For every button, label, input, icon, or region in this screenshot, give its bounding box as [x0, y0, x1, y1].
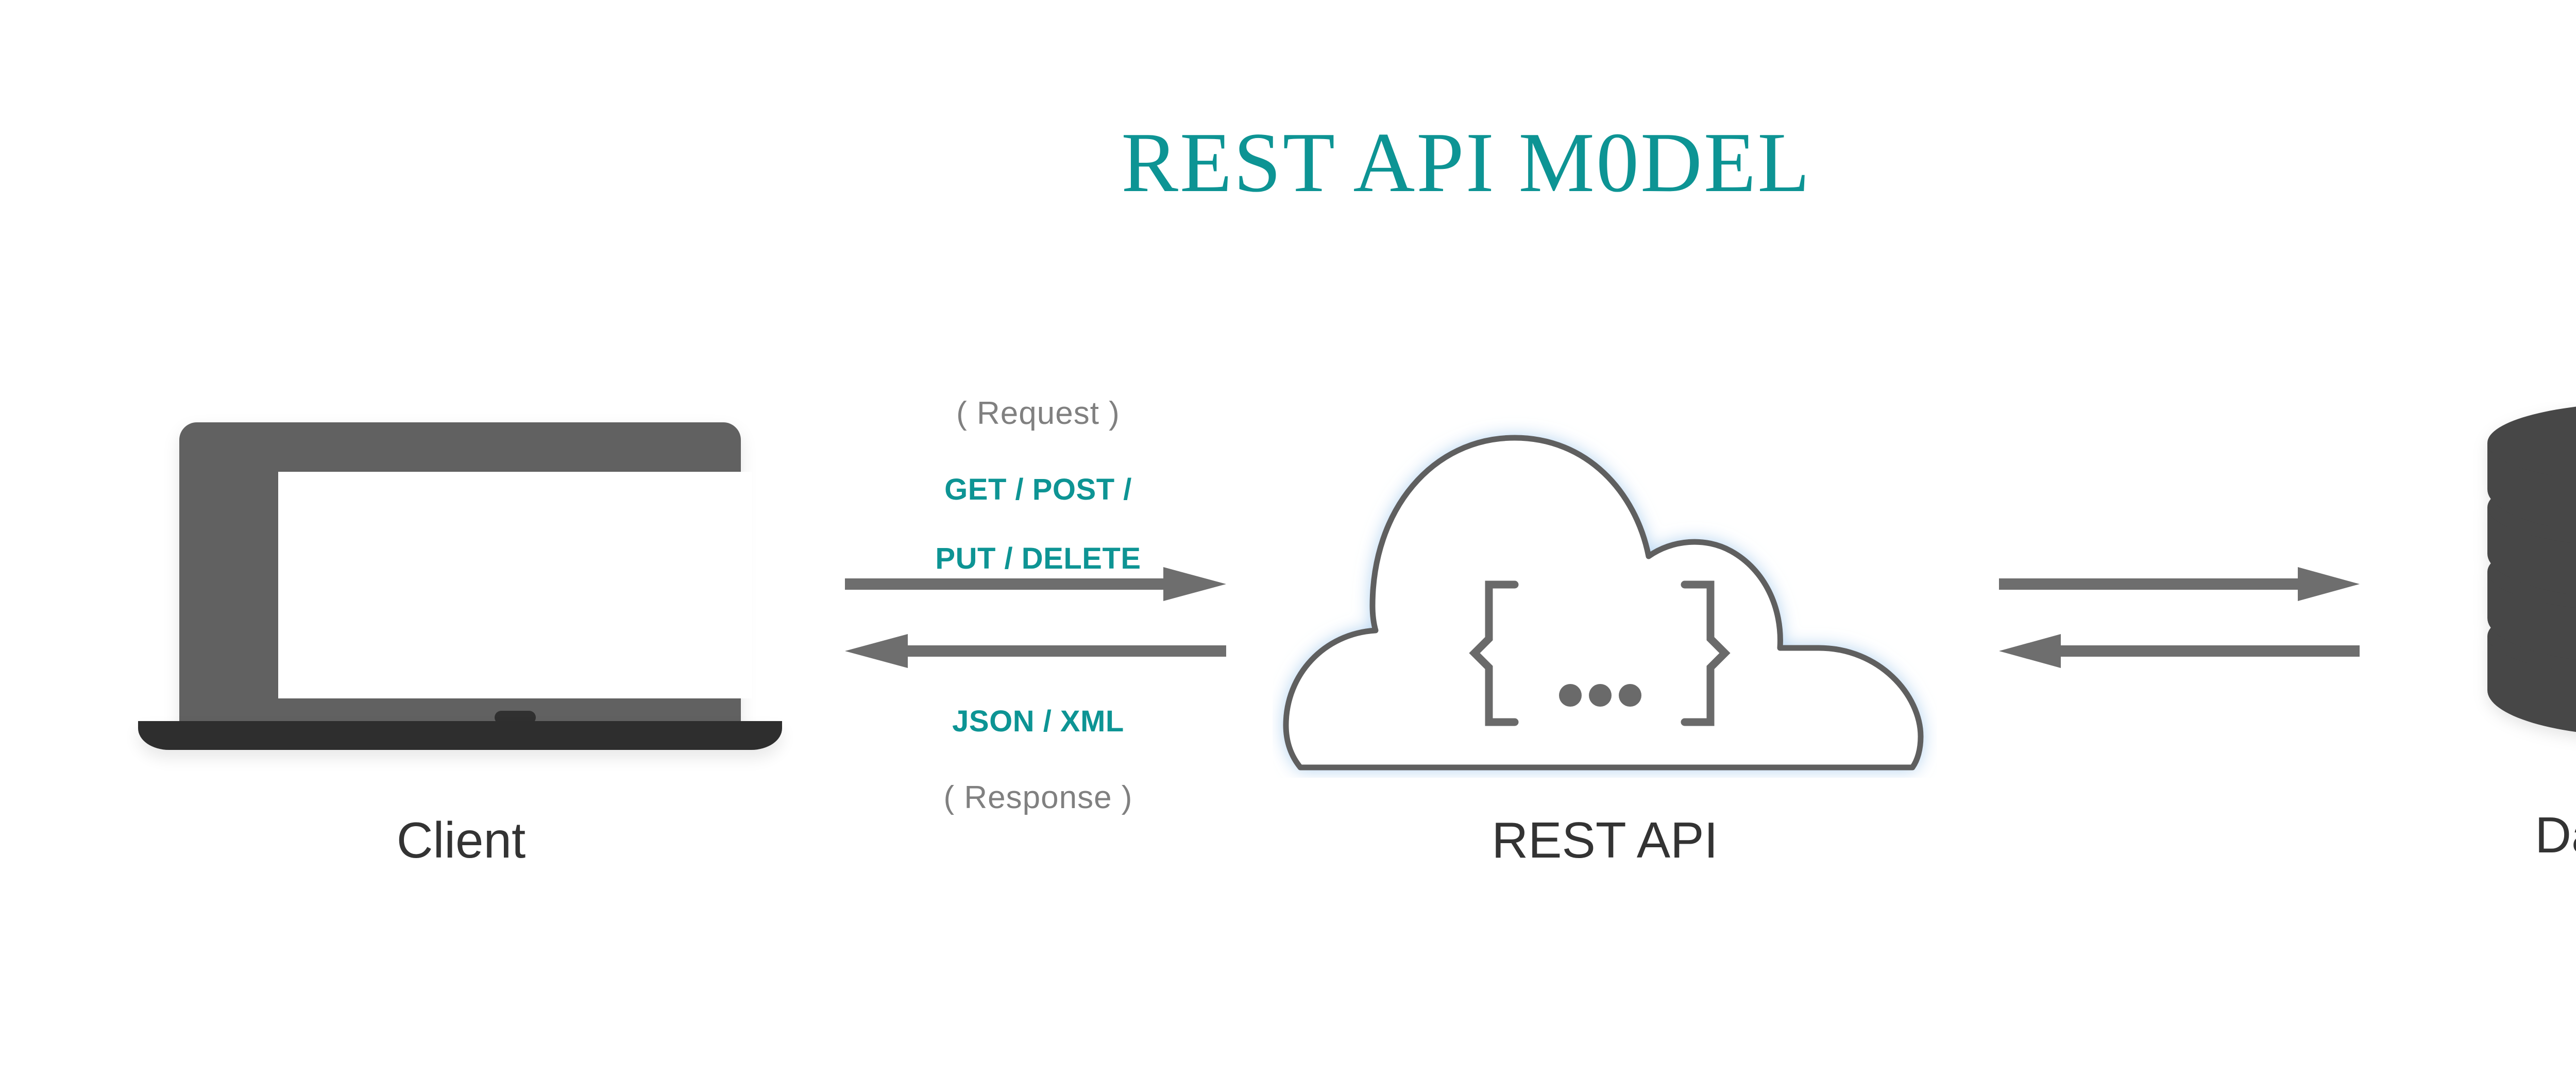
client-node [124, 412, 799, 773]
database-cylinder-icon [2487, 406, 2576, 732]
request-paren-label: ( Request ) [956, 396, 1120, 431]
page-title: REST API M0DEL [1121, 115, 1811, 210]
response-formats-label: JSON / XML [952, 705, 1124, 738]
request-caption-block: ( Request ) GET / POST / PUT / DELETE [835, 381, 1242, 590]
database-to-api-arrow-icon [1999, 634, 2360, 668]
rest-api-node [1273, 407, 1937, 778]
cloud-braces-icon [1283, 435, 1924, 771]
laptop-icon [179, 422, 752, 726]
request-methods-line-1: GET / POST / [944, 473, 1132, 506]
api-to-database-arrow-icon [1999, 567, 2360, 601]
laptop-screen [278, 472, 752, 698]
api-database-arrows [1999, 559, 2360, 688]
database-label: Database [2535, 807, 2576, 863]
response-caption-block: JSON / XML ( Response ) [835, 690, 1242, 830]
request-arrow-icon [845, 567, 1226, 601]
client-label: Client [396, 812, 526, 868]
response-arrow-icon [845, 634, 1226, 668]
request-methods-line-2: PUT / DELETE [935, 542, 1141, 575]
response-paren-label: ( Response ) [943, 780, 1133, 815]
client-api-arrows [845, 559, 1226, 688]
laptop-base [138, 721, 782, 750]
database-node [2468, 402, 2576, 762]
rest-api-label: REST API [1492, 812, 1718, 868]
